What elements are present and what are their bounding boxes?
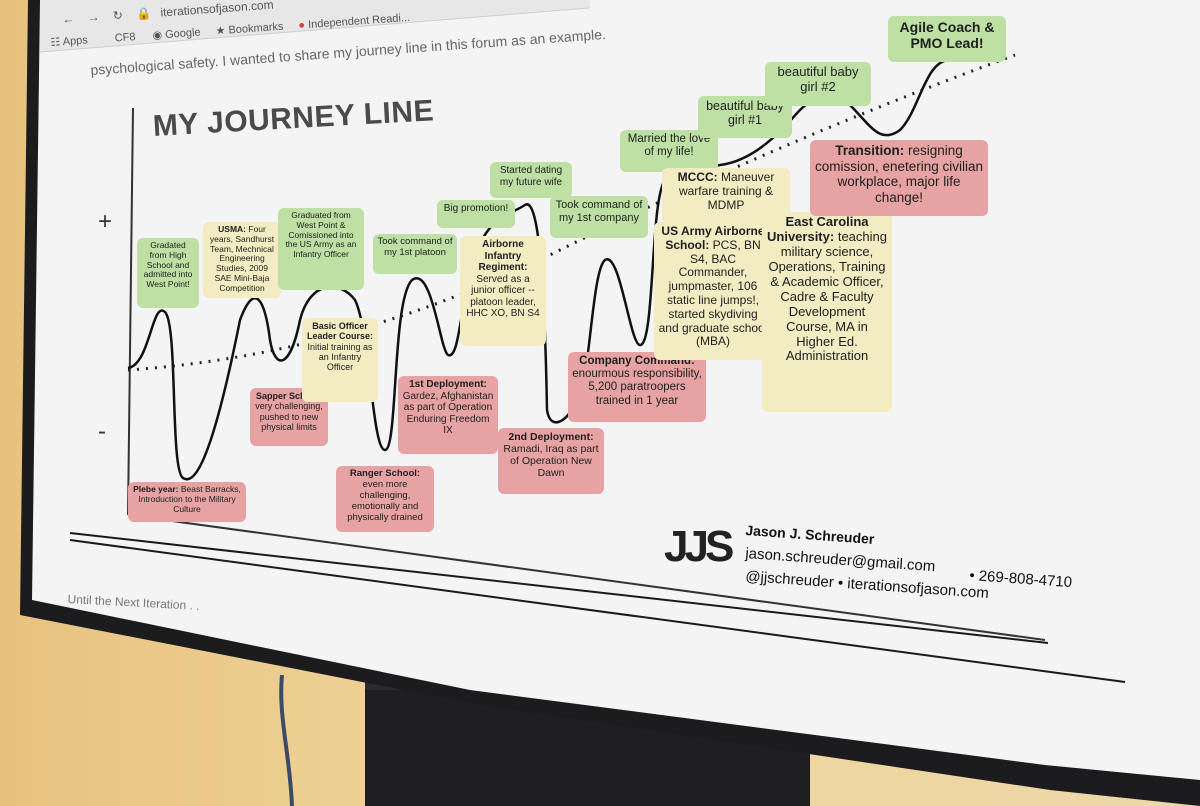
power-cable (279, 675, 294, 806)
event-box-ranger: Ranger School: even more challenging, em… (336, 466, 434, 532)
event-title: MCCC: (677, 170, 718, 184)
event-title: Plebe year: (133, 484, 179, 494)
plus-label: + (98, 208, 113, 235)
event-title: Transition: (835, 143, 905, 158)
event-title: East Carolina University: (767, 214, 869, 244)
event-text: enourmous responsibility, 5,200 paratroo… (572, 368, 702, 407)
event-title: Basic Officer Leader Course: (306, 321, 374, 342)
event-text: Graduated from West Point & Comissioned … (285, 210, 357, 260)
divider-line-1 (69, 532, 1049, 644)
event-text: Took command of my 1st company (555, 199, 643, 224)
event-text: Married the love of my life! (627, 133, 711, 159)
event-box-deployment-1: 1st Deployment: Gardez, Afghanistan as p… (398, 376, 498, 454)
event-box-company: Took command of my 1st company (550, 196, 648, 238)
event-box-bolc: Basic Officer Leader Course: Initial tra… (302, 318, 378, 402)
event-title: USMA: (218, 224, 246, 234)
event-box-dating: Started dating my future wife (490, 162, 572, 198)
event-text: beautiful baby girl #2 (777, 64, 859, 94)
event-text: Maneuver warfare training & MDMP (678, 170, 775, 212)
event-box-promotion: Big promotion! (437, 200, 515, 228)
event-text: PCS, BN S4, BAC Commander, jumpmaster, 1… (658, 237, 768, 349)
event-box-usma: USMA: Four years, Sandhurst Team, Mechni… (203, 222, 281, 298)
event-box-airborne-regiment: Airborne Infantry Regiment: Served as a … (460, 236, 546, 346)
event-box-ecu: East Carolina University: teaching milit… (762, 212, 892, 412)
event-box-highschool: Gradated from High School and admitted i… (137, 238, 199, 308)
event-text: resigning comission, enetering civilian … (814, 143, 984, 205)
event-text: Served as a junior officer -- platoon le… (466, 273, 540, 320)
logo-jjs: JJS (664, 522, 734, 571)
event-box-transition: Transition: resigning comission, eneteri… (810, 140, 988, 216)
event-title: US Army Airborne School: (661, 224, 765, 252)
event-title: Sapper School: (255, 391, 322, 401)
event-text: Initial training as an Infantry Officer (307, 341, 373, 373)
event-text: Beast Barracks, Introduction to the Mili… (138, 484, 241, 514)
event-box-platoon: Took command of my 1st platoon (373, 234, 457, 274)
event-text: Started dating my future wife (499, 165, 563, 188)
y-axis-line (127, 107, 134, 516)
event-box-graduated: Graduated from West Point & Comissioned … (278, 208, 364, 290)
event-title: Airborne Infantry Regiment: (478, 239, 528, 273)
event-box-baby-1: beautiful baby girl #1 (698, 96, 792, 138)
event-title: 2nd Deployment: (508, 431, 594, 443)
event-box-plebe: Plebe year: Beast Barracks, Introduction… (128, 482, 246, 522)
event-title: Ranger School: (349, 468, 421, 479)
event-box-deployment-2: 2nd Deployment: Ramadi, Iraq as part of … (498, 428, 604, 494)
event-title: 1st Deployment: (409, 379, 487, 390)
x-axis-line (127, 514, 1046, 641)
minus-label: - (98, 418, 106, 445)
event-text: Gardez, Afghanistan as part of Operation… (402, 390, 494, 437)
event-text: Big promotion! (443, 203, 509, 214)
event-text: beautiful baby girl #1 (706, 99, 784, 128)
event-box-company-command: Company Command: enourmous responsibilit… (568, 352, 706, 422)
event-text: even more challenging, emotionally and p… (347, 478, 423, 523)
event-text: Took command of my 1st platoon (377, 236, 453, 258)
event-text: very challenging, pushed to new physical… (255, 401, 323, 433)
event-text: Ramadi, Iraq as part of Operation New Da… (503, 443, 599, 480)
event-box-baby-2: beautiful baby girl #2 (765, 62, 871, 106)
event-text: Gradated from High School and admitted i… (143, 240, 193, 290)
event-box-agile-coach: Agile Coach & PMO Lead! (888, 16, 1006, 62)
event-text: teaching military science, Operations, T… (768, 228, 887, 364)
divider-line-2 (69, 539, 1126, 683)
event-text: Agile Coach & PMO Lead! (899, 19, 995, 52)
event-text: Four years, Sandhurst Team, Mechnical En… (209, 224, 275, 293)
event-box-airborne-school: US Army Airborne School: PCS, BN S4, BAC… (654, 222, 772, 360)
